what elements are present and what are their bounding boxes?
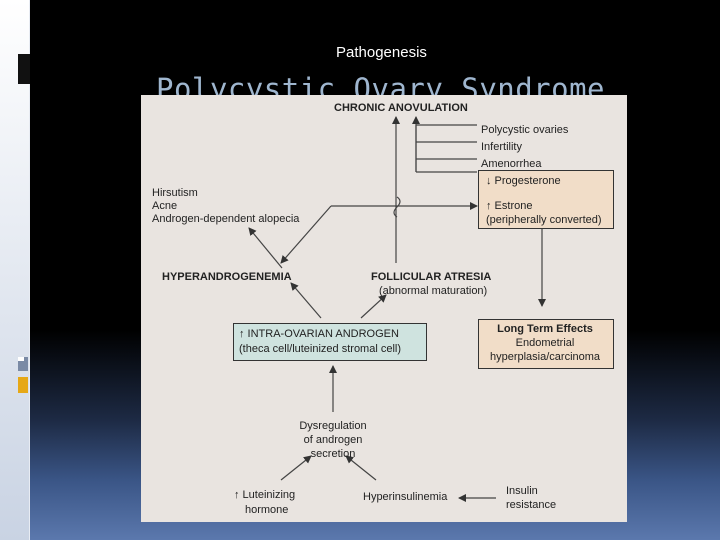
accent-block-top: [18, 54, 30, 84]
dysregulation-line1: Dysregulation: [299, 420, 367, 432]
hormone-box: [478, 170, 614, 229]
arrow-to-hyperandrogenemia: [290, 282, 322, 319]
estrone-label: ↑ Estrone: [486, 200, 533, 212]
acne-label: Acne: [152, 200, 178, 212]
polycystic-ovaries-label: Polycystic ovaries: [481, 124, 569, 136]
long-term-line1: Endometrial: [515, 337, 575, 349]
long-term-title: Long Term Effects: [497, 323, 593, 335]
androgen-box: [233, 323, 427, 361]
androgen-label: ↑ INTRA-OVARIAN ANDROGEN: [239, 328, 399, 340]
arrow-to-hirsutism: [248, 227, 283, 269]
estrone-detail-label: (peripherally converted): [486, 214, 602, 226]
hirsutism-label: Hirsutism: [152, 187, 198, 199]
lh-label: ↑ Luteinizing: [234, 489, 296, 501]
slide-subtitle: Pathogenesis: [336, 44, 427, 61]
chronic-anovulation-label: CHRONIC ANOVULATION: [334, 102, 468, 114]
hyperandrogenemia-label: HYPERANDROGENEMIA: [162, 271, 292, 283]
arrow-lh-to-dysregulation: [280, 455, 312, 481]
insulin-detail-label: resistance: [506, 499, 557, 511]
amenorrhea-label: Amenorrhea: [481, 158, 542, 170]
progesterone-label: ↓ Progesterone: [486, 175, 561, 187]
infertility-label: Infertility: [481, 141, 522, 153]
insulin-label: Insulin: [506, 485, 538, 497]
arrow-insulin-to-dysregulation: [345, 455, 377, 481]
abnormal-maturation-label: (abnormal maturation): [379, 285, 488, 297]
dysregulation-line2: of androgen: [303, 434, 363, 446]
arrow-to-atresia: [360, 294, 387, 319]
pathogenesis-diagram: CHRONIC ANOVULATION Polycystic ovaries I…: [141, 95, 627, 522]
follicular-atresia-label: FOLLICULAR ATRESIA: [371, 271, 492, 283]
accent-block-gold: [18, 377, 28, 393]
accent-block-white: [18, 357, 24, 361]
androgen-detail-label: (theca cell/luteinized stromal cell): [239, 343, 402, 355]
long-term-line2: hyperplasia/carcinoma: [489, 351, 601, 363]
accent-block-gray: [18, 357, 28, 371]
dysregulation-line3: secretion: [310, 448, 356, 460]
arrow-estrone-branch: [280, 205, 332, 264]
lh-detail-label: hormone: [245, 504, 289, 516]
alopecia-label: Androgen-dependent alopecia: [152, 213, 300, 225]
long-term-box: [478, 319, 614, 369]
left-decorative-strip: [0, 0, 30, 540]
hyperinsulinemia-label: Hyperinsulinemia: [363, 491, 448, 503]
diagram-arrows: [248, 116, 546, 502]
